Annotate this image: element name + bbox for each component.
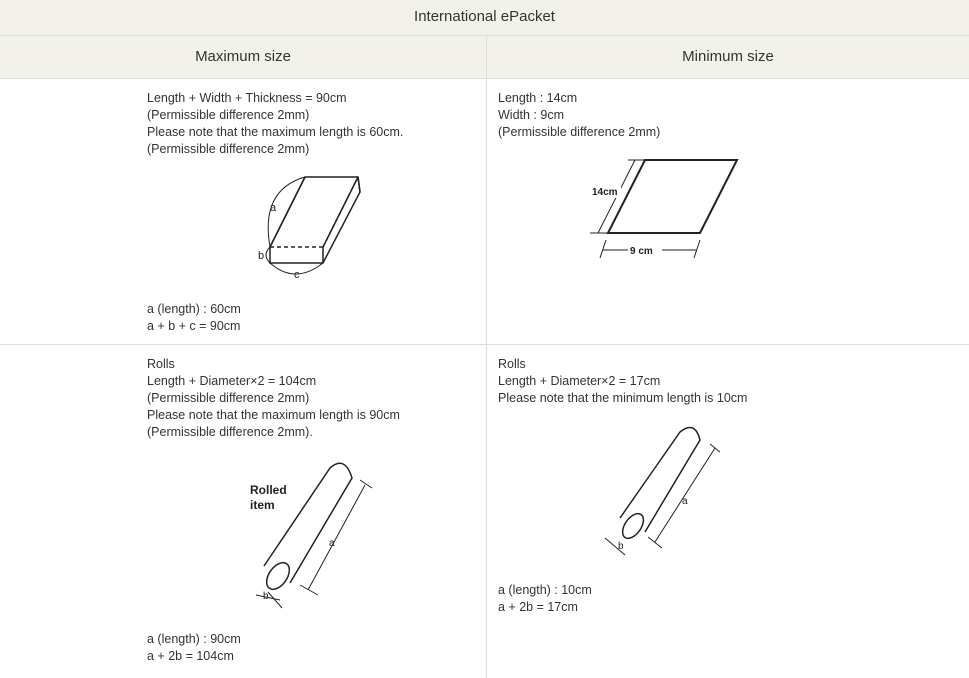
svg-text:14cm: 14cm xyxy=(592,187,618,198)
svg-text:9 cm: 9 cm xyxy=(630,246,653,257)
svg-text:c: c xyxy=(294,269,300,281)
roll-min-diagram: a b xyxy=(604,426,721,556)
svg-text:a: a xyxy=(682,496,688,507)
header-minimum-size: Minimum size xyxy=(487,36,969,79)
flat-min-diagram: 14cm 9 cm xyxy=(590,159,739,259)
row-divider xyxy=(0,344,969,345)
header-maximum-size: Maximum size xyxy=(0,36,486,79)
roll-max-diagram: a b Rolled item xyxy=(250,462,373,609)
column-divider xyxy=(486,36,487,678)
svg-text:b: b xyxy=(618,541,624,552)
max-flat-text: Length + Width + Thickness = 90cm(Permis… xyxy=(147,91,404,156)
svg-text:item: item xyxy=(250,498,275,512)
svg-text:a: a xyxy=(270,202,277,214)
svg-text:b: b xyxy=(263,591,269,602)
svg-text:a: a xyxy=(329,538,335,549)
flat-box-diagram: a b c xyxy=(258,176,361,281)
svg-text:b: b xyxy=(258,250,264,262)
table-title: International ePacket xyxy=(0,0,969,36)
svg-text:Rolled: Rolled xyxy=(250,483,287,497)
